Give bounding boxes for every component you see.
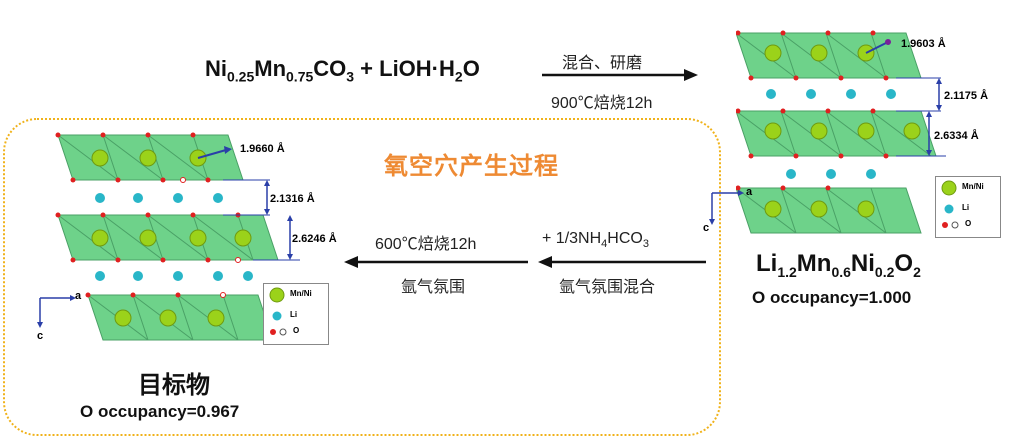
oxygen-vacancy-process-box (3, 118, 721, 436)
left-legend-li: Li (290, 310, 298, 319)
top-reaction-arrow (542, 69, 698, 81)
left-legend-mnni: Mn/Ni (290, 289, 312, 298)
left-axis-c: c (37, 330, 44, 342)
structure-right (736, 30, 946, 234)
step-left-atmosphere: 氩气氛围 (401, 279, 466, 296)
right-axes (709, 190, 744, 225)
reactant-formula: Ni0.25Mn0.75CO3 + LiOH·H2O (205, 56, 480, 85)
right-dist-layer: 2.6334 Å (934, 130, 979, 142)
right-axis-a: a (746, 186, 753, 198)
top-condition-calcine: 900℃焙烧12h (551, 95, 653, 112)
right-occupancy: O occupancy=1.000 (752, 288, 912, 307)
structure-left (55, 132, 300, 341)
left-dist-gap: 2.1316 Å (270, 193, 315, 205)
process-title: 氧空穴产生过程 (384, 153, 559, 180)
top-condition-mix: 混合、研磨 (562, 55, 643, 72)
left-occupancy: O occupancy=0.967 (80, 402, 240, 421)
left-legend: Mn/Ni Li O (263, 283, 329, 345)
right-axis-c: c (703, 222, 710, 234)
right-dist-gap: 2.1175 Å (944, 90, 989, 102)
left-axes (37, 295, 76, 328)
right-formula: Li1.2Mn0.6Ni0.2O2 (756, 250, 921, 280)
left-dist-layer: 2.6246 Å (292, 233, 337, 245)
step-right-condition: 氩气氛围混合 (559, 279, 656, 296)
right-legend-o: O (965, 219, 972, 228)
left-axis-a: a (75, 290, 82, 302)
left-legend-o: O (293, 326, 300, 335)
left-caption: 目标物 (138, 372, 210, 399)
left-dist-top: 1.9660 Å (240, 143, 285, 155)
step-left-arrow (344, 256, 528, 268)
step-right-reagent: + 1/3NH4HCO3 (542, 230, 649, 251)
right-dist-top: 1.9603 Å (901, 38, 946, 50)
right-legend-mnni: Mn/Ni (962, 182, 984, 191)
step-right-arrow (538, 256, 706, 268)
right-legend-li: Li (962, 203, 970, 212)
step-left-calcine: 600℃焙烧12h (375, 236, 477, 253)
right-legend: Mn/Ni Li O (935, 176, 1001, 238)
